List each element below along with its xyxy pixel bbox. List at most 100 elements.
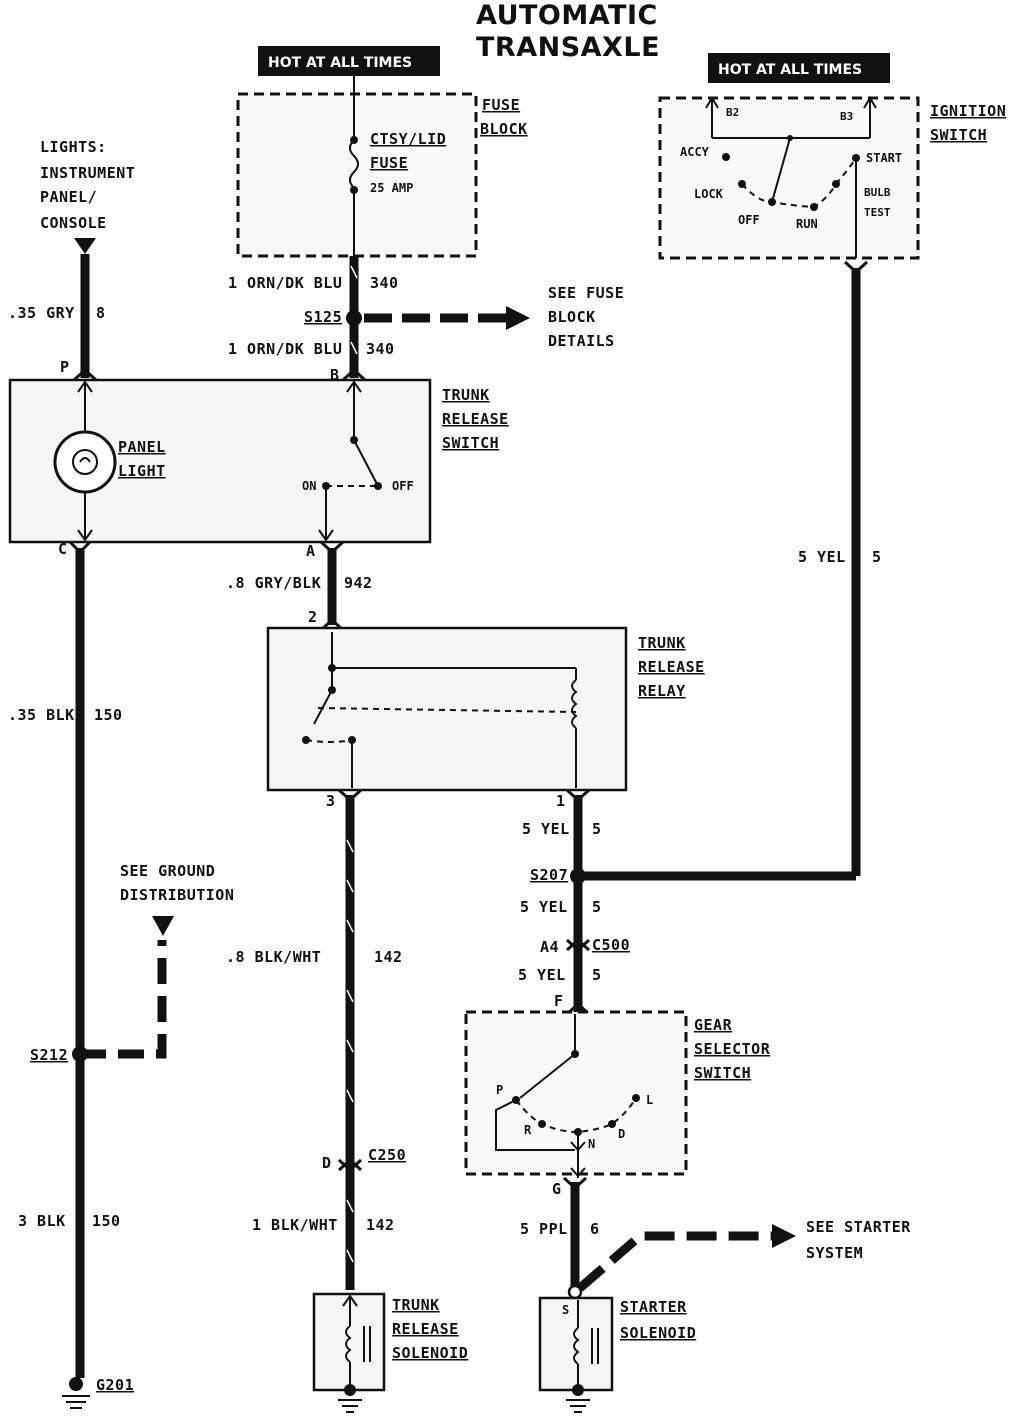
see-ground-2: DISTRIBUTION xyxy=(120,886,234,904)
ignition-label-2: SWITCH xyxy=(930,126,987,144)
gear-selector-switch: P R N D L xyxy=(464,1010,688,1178)
trunk-solenoid-label-1: TRUNK xyxy=(392,1296,440,1314)
trunk-release-relay xyxy=(266,626,628,792)
trunk-solenoid-coil-icon xyxy=(345,1325,352,1363)
wire-5-ign-color: 5 YEL xyxy=(798,548,846,566)
wire-150b-num: 150 xyxy=(92,1212,121,1230)
wire-ground-dist xyxy=(80,940,167,1059)
ground-icon xyxy=(566,1384,590,1413)
gear-r: R xyxy=(524,1123,532,1137)
fuse-block: FUSE BLOCK CTSY/LID FUSE 25 AMP xyxy=(236,76,528,258)
ignition-b3: B3 xyxy=(840,110,853,123)
fuse-rating: 25 AMP xyxy=(370,181,413,195)
wire-150a-num: 150 xyxy=(94,706,123,724)
trunk-solenoid-label-2: RELEASE xyxy=(392,1320,459,1338)
relay-coil-icon xyxy=(571,679,578,729)
trunk-release-solenoid xyxy=(312,1292,386,1413)
starter-solenoid: S xyxy=(538,1284,614,1413)
wire-6-color: 5 PPL xyxy=(520,1220,568,1238)
fuse-name-2: FUSE xyxy=(370,154,408,172)
gear-d: D xyxy=(618,1127,625,1141)
wire-5b-color: 5 YEL xyxy=(520,898,568,916)
lights-label-4: CONSOLE xyxy=(40,214,107,232)
panel-light-icon xyxy=(53,430,117,494)
wire-340a-num: 340 xyxy=(370,274,399,292)
wire-5a-color: 5 YEL xyxy=(522,820,570,838)
wire-5-ign-num: 5 xyxy=(872,548,882,566)
wire-340b-color: 1 ORN/DK BLU xyxy=(228,340,342,358)
see-starter-1: SEE STARTER xyxy=(806,1218,911,1236)
lights-arrow-icon xyxy=(74,238,96,254)
fuse-name-1: CTSY/LID xyxy=(370,130,446,148)
wire-8-num: 8 xyxy=(96,304,106,322)
pin-1: 1 xyxy=(556,792,566,810)
see-ground-1: SEE GROUND xyxy=(120,862,215,880)
splice-s207-label: S207 xyxy=(530,866,568,884)
hot-label-right-text: HOT AT ALL TIMES xyxy=(718,62,862,78)
splice-s125-label: S125 xyxy=(304,308,342,326)
pin-d: D xyxy=(322,1154,332,1172)
see-starter-2: SYSTEM xyxy=(806,1244,863,1262)
trunk-solenoid-label-3: SOLENOID xyxy=(392,1344,468,1362)
wire-340-stripes xyxy=(350,265,358,355)
ignition-lock: LOCK xyxy=(694,187,724,201)
wire-142-stripes xyxy=(346,839,354,1263)
ground-dist-arrow-icon xyxy=(152,916,174,936)
wire-6-num: 6 xyxy=(590,1220,600,1238)
switch-on-label: ON xyxy=(302,479,316,493)
ignition-b2: B2 xyxy=(726,106,739,119)
ignition-run: RUN xyxy=(796,217,818,231)
title-line-1: AUTOMATIC xyxy=(476,0,658,31)
gear-selector-label-2: SELECTOR xyxy=(694,1040,771,1058)
wire-starter xyxy=(577,1231,772,1292)
wire-5c-color: 5 YEL xyxy=(518,966,566,984)
wire-142b-color: 1 BLK/WHT xyxy=(252,1216,338,1234)
ground-icon xyxy=(338,1384,362,1413)
see-fuse-2: BLOCK xyxy=(548,308,596,326)
trunk-switch-label-2: RELEASE xyxy=(442,410,509,428)
ignition-switch: B2 B3 ACCY LOCK OFF RUN START BULB TEST … xyxy=(658,96,1006,260)
trunk-relay-label-3: RELAY xyxy=(638,682,686,700)
wire-8-color: .35 GRY xyxy=(8,304,75,322)
see-fuse-1: SEE FUSE xyxy=(548,284,624,302)
pin-b: B xyxy=(330,366,340,384)
switch-off-label: OFF xyxy=(392,479,414,493)
hot-label-right: HOT AT ALL TIMES xyxy=(708,53,890,83)
wire-942-color: .8 GRY/BLK xyxy=(226,574,321,592)
title-line-2: TRANSAXLE xyxy=(476,32,660,63)
pin-2: 2 xyxy=(308,608,318,626)
starter-solenoid-label-1: STARTER xyxy=(620,1298,687,1316)
ignition-label-1: IGNITION xyxy=(930,102,1006,120)
starter-solenoid-label-2: SOLENOID xyxy=(620,1324,696,1342)
panel-light-label-1: PANEL xyxy=(118,438,166,456)
wire-340a-color: 1 ORN/DK BLU xyxy=(228,274,342,292)
trunk-relay-label-1: TRUNK xyxy=(638,634,686,652)
wire-5a-num: 5 xyxy=(592,820,602,838)
lights-label-3: PANEL/ xyxy=(40,188,97,206)
trunk-switch-label-3: SWITCH xyxy=(442,434,499,452)
wire-142a-color: .8 BLK/WHT xyxy=(226,948,321,966)
wire-150b-color: 3 BLK xyxy=(18,1212,66,1230)
splice-s207: S207 xyxy=(530,866,586,884)
wire-942-num: 942 xyxy=(344,574,373,592)
splice-s125: S125 xyxy=(304,308,362,326)
fuse-icon xyxy=(349,139,359,189)
connector-c500: C500 xyxy=(592,936,630,954)
fuse-details-arrow-icon xyxy=(506,306,530,330)
fuse-block-label-2: BLOCK xyxy=(480,120,528,138)
lights-label-1: LIGHTS: xyxy=(40,138,107,156)
pin-s: S xyxy=(562,1303,569,1317)
lights-label-2: INSTRUMENT xyxy=(40,164,135,182)
ignition-start: START xyxy=(866,151,902,165)
trunk-switch-label-1: TRUNK xyxy=(442,386,490,404)
fuse-block-label-1: FUSE xyxy=(482,96,520,114)
pin-a4: A4 xyxy=(540,938,559,956)
pin-p: P xyxy=(60,358,70,376)
hot-label-left-text: HOT AT ALL TIMES xyxy=(268,55,412,71)
panel-light-label-2: LIGHT xyxy=(118,462,166,480)
gear-selector-label-3: SWITCH xyxy=(694,1064,751,1082)
starter-coil-icon xyxy=(573,1327,580,1365)
gear-p: P xyxy=(496,1083,503,1097)
gear-l: L xyxy=(646,1093,653,1107)
